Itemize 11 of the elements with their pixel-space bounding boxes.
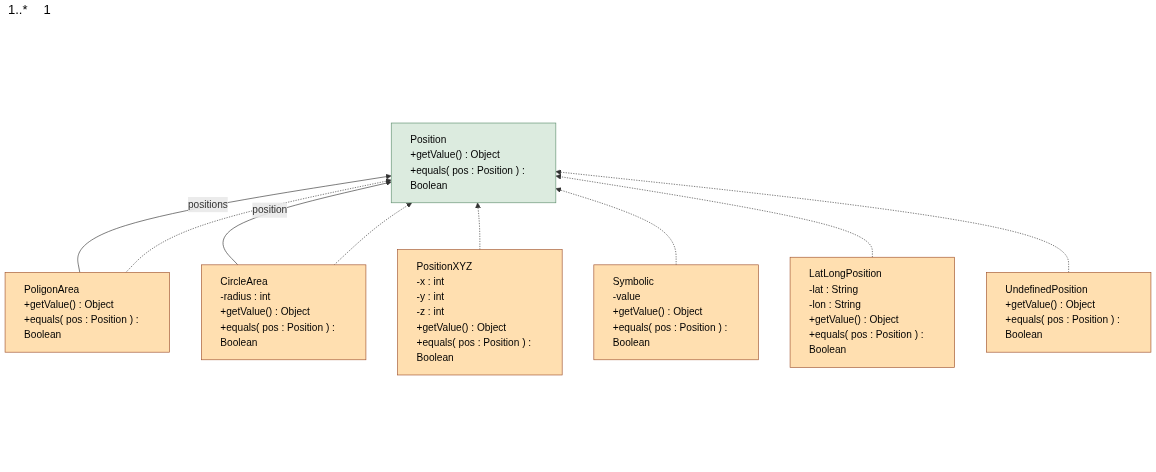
edge-label: positions — [187, 198, 228, 210]
node-box: PositionXYZ -x : int -y : int -z : int +getValue() : Object +equals( pos : Position ) : Boolean — [397, 249, 563, 376]
node-box: Symbolic -value +getValue() : Object +equals( pos : Position ) : Boolean — [593, 264, 759, 361]
node-box: CircleArea -radius : int +getValue() : Object +equals( pos : Position ) : Boolean — [201, 264, 367, 361]
multiplicity-label: 1 — [43, 2, 51, 19]
node-box: PoligonArea +getValue() : Object +equals( pos : Position ) : Boolean — [4, 272, 170, 353]
multiplicity-label: 1..* — [8, 2, 28, 19]
node-box: LatLongPosition -lat : String -lon : String +getValue() : Object +equals( pos : Position ) : Boolean — [789, 256, 955, 368]
node-box: UndefinedPosition +getValue() : Object +equals( pos : Position ) : Boolean — [986, 272, 1152, 353]
node-box: Position +getValue() : Object +equals( pos : Position ) : Boolean — [390, 122, 557, 204]
edge-label: position — [252, 204, 288, 216]
